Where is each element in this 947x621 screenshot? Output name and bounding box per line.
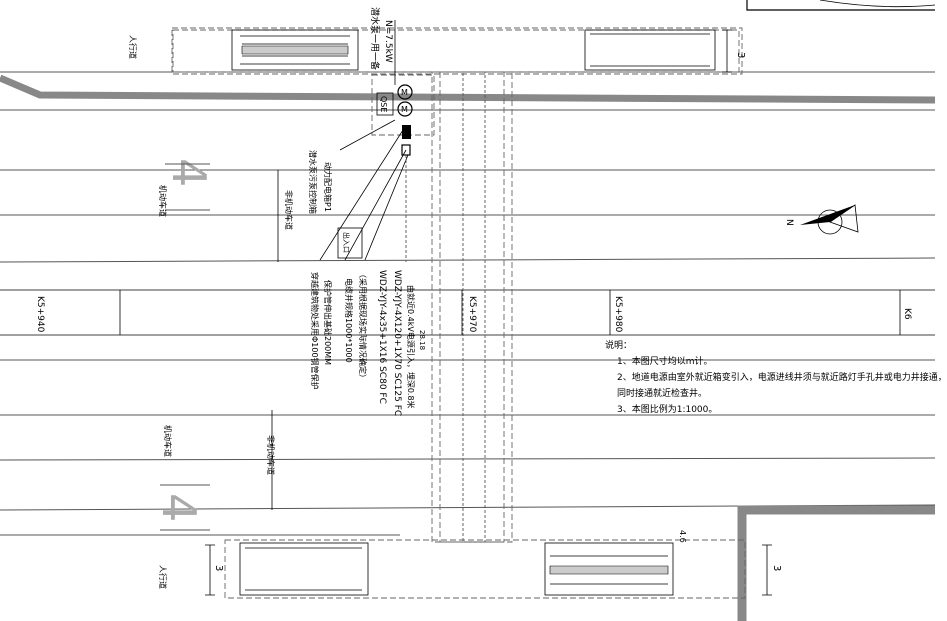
station-label: K6 [902,308,912,320]
mark-line [160,484,210,531]
control-box-icon [402,125,411,139]
small-box [337,227,363,259]
cable2-label: WDZ-YJY-4X120+1X70 SC125 FC [392,270,402,416]
underpass-shaft-inner [439,71,505,543]
notes-title: 说明： [605,341,633,351]
stairs-top-right [584,29,716,71]
lane-label: 机动车道 [163,425,173,457]
pump-power-label: N=7.5kW [383,20,393,63]
dim-top [722,29,732,73]
stair-steps [240,35,350,65]
mark-line [165,163,210,211]
road-mark-4: 4 [152,493,206,522]
leader-line [344,149,407,261]
pump-ctrl-label: 潜水泵污泵控制箱 [308,150,318,214]
lane-line [0,457,936,461]
small-box-label: 出入口 [342,232,351,253]
lane-label: 非机动车道 [266,435,276,475]
stairs-top-left [231,29,359,71]
station-label: K5+980 [613,296,623,333]
station-label: K5+940 [35,296,45,333]
station-label: K5+970 [467,296,477,333]
stair-steps [550,555,668,585]
stair-steps [590,33,710,67]
compass-label: N [784,219,794,226]
dim-bottom-left [205,544,215,596]
lane-line [0,257,936,263]
leader-line [319,129,404,261]
stairs-bottom-right [544,542,674,596]
dim-label: 4.6 [678,530,687,543]
stair-steps [549,565,669,575]
shaft-center [462,71,486,543]
pump-label: 潜水泵一用一备 [369,7,381,70]
notes-item: 2、地道电源由室外就近箱变引入，电源进线井须与就近路灯手孔井或电力井接通， [617,373,947,383]
lane-label: 非机动车道 [284,190,294,230]
stair-steps [245,547,362,591]
ped-label: 人行道 [158,565,168,589]
arc-line [819,0,936,8]
protect-pipe-label: 穿越建筑物处采用Φ100钢管保护 [310,272,320,390]
ped-label: 人行道 [128,35,138,59]
dim-label: 28.18 [418,330,426,350]
cable1-label: WDZ-YJY-4x35+1X16 SC80 FC [377,270,387,404]
cable-src-label: 由就近0.4kV电源引入，埋深0.8米 [406,285,416,409]
motor-icon [397,101,413,117]
notes-item: 1、本图尺寸均以m计。 [617,357,713,367]
motor-label: M [401,88,408,97]
curb-bottom [737,505,935,621]
dist-box-label: 动力配电箱P1 [323,162,333,212]
well-note-label: （采用根据现场实际情况确定） [358,270,368,382]
leader-line [339,119,396,151]
underpass-top [171,27,743,75]
notes-block: 说明： 1、本图尺寸均以m计。 2、地道电源由室外就近箱变引入，电源进线井须与就… [605,338,947,418]
curb-top [0,74,936,104]
underpass-bottom [224,539,746,599]
notes-item: 3、本图比例为1:1000。 [617,405,718,415]
well-label: 电缆井规格1000*1000 [344,278,354,363]
motor-label: M [401,105,408,114]
north-arrow-icon [800,204,859,235]
road-mark-4: 4 [162,158,216,187]
motor-icon [397,84,413,100]
dim-bottom-right [762,544,772,596]
notes-item: 同时接通就近检查井。 [617,389,708,399]
corner-line [746,0,935,11]
leader-line [364,154,409,261]
protect-pipe-label: 保护管伸出基础200MM [323,280,333,365]
qse-label: QSE [379,96,388,112]
stairs-bottom-left [239,542,369,596]
lane-label: 机动车道 [158,185,168,217]
dim-label: 3 [771,565,782,571]
dim-label: 3 [213,565,224,571]
dim-label: 3 [735,52,746,58]
qse-box [376,92,394,116]
